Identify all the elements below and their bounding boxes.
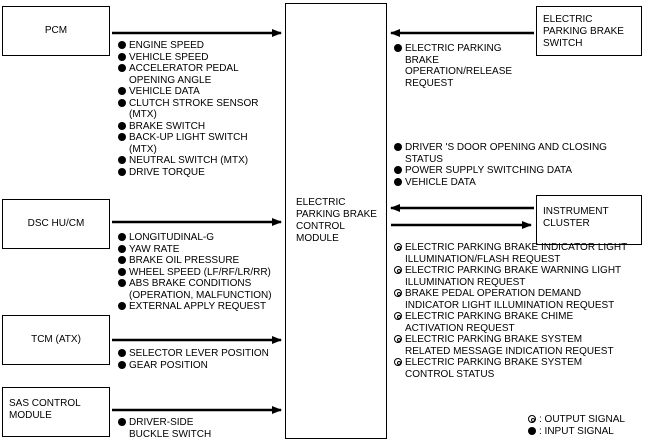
output-signal-icon [394,358,402,366]
input-signal-icon [118,121,126,130]
input-signal-icon [118,156,126,164]
instrument-cluster-box: INSTRUMENT CLUSTER [536,195,642,245]
input-signal-icon [118,360,126,369]
cluster-input-signal: POWER SUPPLY SWITCHING DATA [394,165,634,177]
dsc-signal: WHEEL SPEED (LF/RF/LR/RR) [118,267,283,279]
sas-box: SAS CONTROL MODULE [2,387,110,437]
pcm-signal: BRAKE SWITCH [118,121,283,133]
pcm-signal: VEHICLE SPEED [118,52,283,64]
input-signal-icon [118,418,126,426]
input-signal-icon [118,98,126,107]
epb-switch-label-line-3: SWITCH [543,38,583,49]
input-signal-icon [118,52,126,61]
tcm-signal: SELECTOR LEVER POSITION [118,348,283,360]
dsc-box: DSC HU/CM [2,199,110,249]
legend: : OUTPUT SIGNAL : INPUT SIGNAL [528,414,644,438]
epb-module-label-line-1: ELECTRIC [296,197,346,208]
epb-switch-label-line-1: ELECTRIC [543,14,593,25]
pcm-signal: VEHICLE DATA [118,86,283,98]
sas-label-line-2: MODULE [9,410,52,421]
pcm-label: PCM [44,25,68,36]
sas-label-line-1: SAS CONTROL [9,398,81,409]
dsc-signal: ABS BRAKE CONDITIONS(OPERATION, MALFUNCT… [118,278,283,301]
legend-input: : INPUT SIGNAL [528,426,644,438]
legend-output-label: : OUTPUT SIGNAL [539,414,625,425]
input-signal-icon [394,143,402,151]
legend-output: : OUTPUT SIGNAL [528,414,644,426]
output-signal-icon [394,266,402,274]
input-signal-icon [394,166,402,174]
output-signal-icon [394,312,402,320]
output-signal-icon [394,243,402,251]
pcm-signal: CLUTCH STROKE SENSOR(MTX) [118,98,283,121]
input-signal-icon [118,87,126,95]
tcm-signal-list: SELECTOR LEVER POSITION GEAR POSITION [118,348,283,371]
input-signal-icon [118,256,126,264]
epb-module-label-line-3: CONTROL [296,221,345,232]
tcm-label: TCM (ATX) [31,334,81,345]
input-signal-icon [118,267,126,276]
input-signal-icon [118,349,126,357]
input-signal-icon [394,177,402,186]
pcm-signal: DRIVE TORQUE [118,167,283,179]
input-signal-icon [394,44,402,52]
cluster-input-signal: VEHICLE DATA [394,177,634,189]
epb-control-module-box: ELECTRIC PARKING BRAKE CONTROL MODULE [285,3,387,439]
dsc-signal: EXTERNAL APPLY REQUEST [118,301,283,313]
input-signal-icon [118,233,126,241]
pcm-signal: ENGINE SPEED [118,40,283,52]
cluster-label-line-1: INSTRUMENT [543,206,609,217]
input-signal-icon [118,302,126,310]
input-signal-icon [118,167,126,176]
cluster-label-line-2: CLUSTER [543,218,590,229]
epb-switch-label-line-2: PARKING BRAKE [543,26,624,37]
pcm-box: PCM [2,6,110,56]
input-signal-icon [528,427,536,435]
input-signal-icon [118,64,126,72]
legend-input-label: : INPUT SIGNAL [539,426,614,437]
input-signal-icon [118,133,126,141]
dsc-signal: YAW RATE [118,244,283,256]
epb-switch-box: ELECTRIC PARKING BRAKE SWITCH [536,6,642,56]
dsc-signal-list: LONGITUDINAL-G YAW RATE BRAKE OIL PRESSU… [118,232,283,313]
input-signal-icon [118,244,126,253]
dsc-label: DSC HU/CM [27,218,85,229]
epb-module-label-line-2: PARKING BRAKE [296,209,377,220]
pcm-signal: BACK-UP LIGHT SWITCH(MTX) [118,132,283,155]
output-signal-icon [394,289,402,297]
tcm-signal: GEAR POSITION [118,360,283,372]
dsc-signal: LONGITUDINAL-G [118,232,283,244]
epb-module-label-line-4: MODULE [296,233,339,244]
epb-module-label: ELECTRIC PARKING BRAKE CONTROL MODULE [296,197,377,245]
dsc-signal: BRAKE OIL PRESSURE [118,255,283,267]
output-signal-icon [528,415,536,423]
pcm-signal: NEUTRAL SWITCH (MTX) [118,155,283,167]
input-signal-icon [118,41,126,49]
pcm-signal-list: ENGINE SPEED VEHICLE SPEED ACCELERATOR P… [118,40,283,178]
tcm-box: TCM (ATX) [2,315,110,365]
input-signal-icon [118,279,126,287]
output-signal-icon [394,335,402,343]
